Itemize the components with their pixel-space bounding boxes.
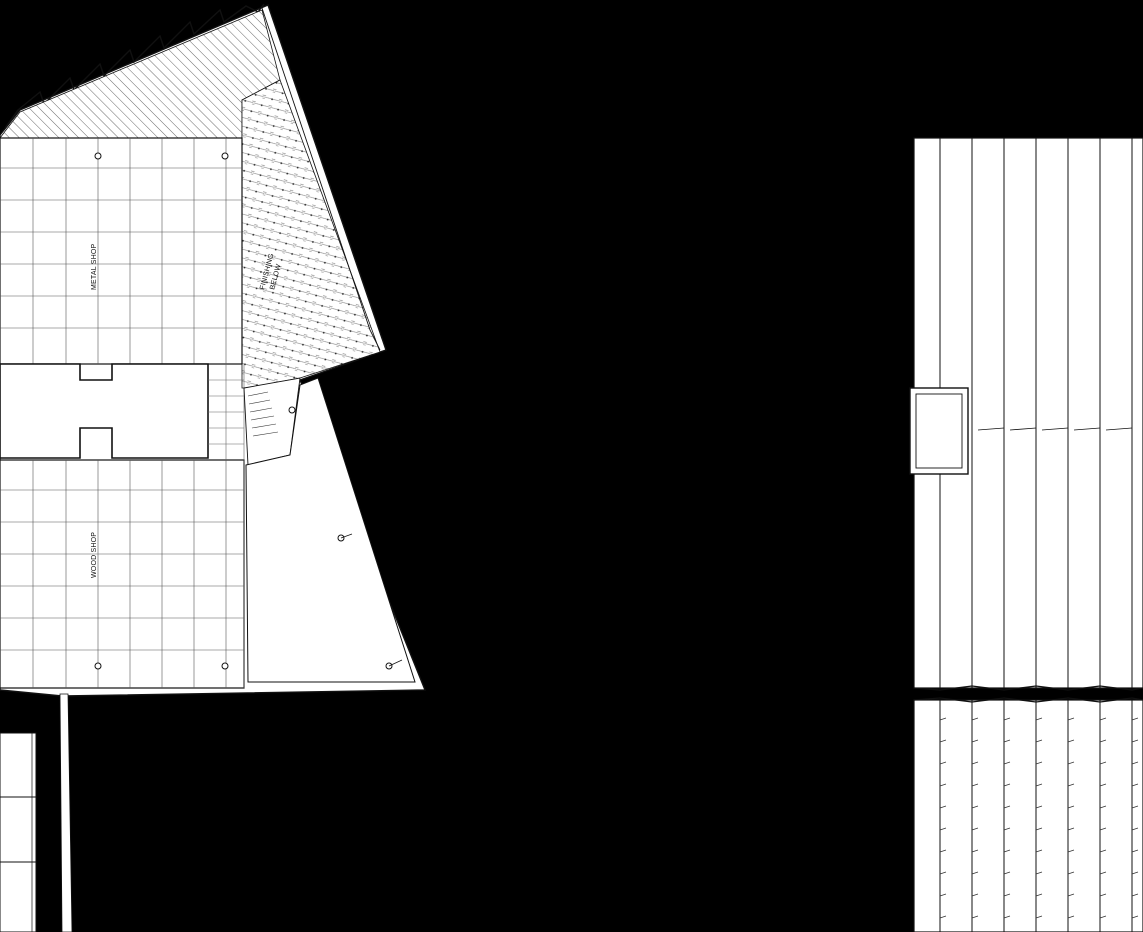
- wood-shop-room: [0, 459, 245, 689]
- stair-tread: [1035, 893, 1043, 897]
- walkway-south: [0, 693, 73, 932]
- stair-tread: [971, 871, 979, 875]
- stair-tread: [1035, 717, 1043, 721]
- stair-tread: [1067, 761, 1075, 765]
- stair-tread: [1003, 761, 1011, 765]
- stair-tread: [1099, 827, 1107, 831]
- stair-tread: [1003, 893, 1011, 897]
- stair-tread: [939, 805, 947, 809]
- stair-tread: [939, 871, 947, 875]
- stair-tread: [1035, 871, 1043, 875]
- corridor-grid: [208, 364, 245, 688]
- stair-tread: [939, 739, 947, 743]
- stair-tread: [1067, 849, 1075, 853]
- stair-tread: [939, 783, 947, 787]
- stair-tread: [1099, 849, 1107, 853]
- stair-tread: [1035, 827, 1043, 831]
- stair-tread: [1067, 893, 1075, 897]
- stair-tread: [1003, 739, 1011, 743]
- stair-tread: [1003, 717, 1011, 721]
- building-left: METAL SHOP WOOD SHOP FINISHING BELOW: [0, 3, 427, 697]
- stair-tread: [1131, 805, 1139, 809]
- central-core: [0, 363, 209, 459]
- metal-shop-room: [0, 137, 243, 365]
- finishing-zone: [241, 79, 381, 389]
- stair-tread: [1003, 849, 1011, 853]
- stair-tread: [1131, 783, 1139, 787]
- stair-tread: [1003, 871, 1011, 875]
- stair-tread: [971, 849, 979, 853]
- stair-tread: [939, 849, 947, 853]
- stair-tread: [971, 761, 979, 765]
- stair-tread: [1035, 761, 1043, 765]
- building-right-upper: [909, 137, 1143, 691]
- room-label-metal-shop: METAL SHOP: [91, 244, 98, 290]
- stair-tread: [1099, 893, 1107, 897]
- stair: [243, 377, 301, 466]
- building-right-lower: [913, 697, 1143, 932]
- stair-tread: [939, 893, 947, 897]
- stair-tread: [1131, 717, 1139, 721]
- stair-tread: [1099, 739, 1107, 743]
- stair-tread: [1099, 761, 1107, 765]
- stair-tread: [971, 805, 979, 809]
- stair-tread: [939, 915, 947, 919]
- stair-tread: [1131, 915, 1139, 919]
- stair-tread: [971, 783, 979, 787]
- stair-tread: [1099, 871, 1107, 875]
- stair-tread: [1067, 871, 1075, 875]
- stair-tread: [1067, 915, 1075, 919]
- stair-tread: [1131, 761, 1139, 765]
- stair-tread: [939, 827, 947, 831]
- stair-tread: [1131, 871, 1139, 875]
- stair-tread: [1003, 805, 1011, 809]
- stair-tread: [1067, 827, 1075, 831]
- stair-tread: [1099, 717, 1107, 721]
- stair-tread: [971, 827, 979, 831]
- stair-tread: [1035, 805, 1043, 809]
- stair-tread: [1099, 805, 1107, 809]
- stair-tread: [971, 915, 979, 919]
- right-core-box: [909, 387, 969, 475]
- stair-tread: [1131, 739, 1139, 743]
- stair-tread: [1131, 827, 1139, 831]
- stair-tread: [1035, 739, 1043, 743]
- stair-tread: [1035, 915, 1043, 919]
- north-hatch-band: [0, 9, 281, 139]
- stair-tread: [1003, 783, 1011, 787]
- south-east-wedge: [245, 377, 416, 683]
- stair-tread: [1099, 783, 1107, 787]
- stair-tread: [1035, 849, 1043, 853]
- stair-tread: [971, 739, 979, 743]
- stair-tread: [1131, 893, 1139, 897]
- stair-tread: [939, 761, 947, 765]
- stair-tread: [1099, 915, 1107, 919]
- stair-tread: [1067, 805, 1075, 809]
- room-label-wood-shop: WOOD SHOP: [91, 532, 98, 578]
- stair-tread: [1067, 717, 1075, 721]
- stair-tread: [939, 717, 947, 721]
- stair-tread: [1067, 739, 1075, 743]
- stair-tread: [971, 717, 979, 721]
- stair-tread: [1067, 783, 1075, 787]
- stair-tread: [1003, 915, 1011, 919]
- stair-tread: [1131, 849, 1139, 853]
- stair-tread: [1035, 783, 1043, 787]
- stair-tread: [971, 893, 979, 897]
- stair-tread: [1003, 827, 1011, 831]
- east-wall-inner: [261, 7, 381, 351]
